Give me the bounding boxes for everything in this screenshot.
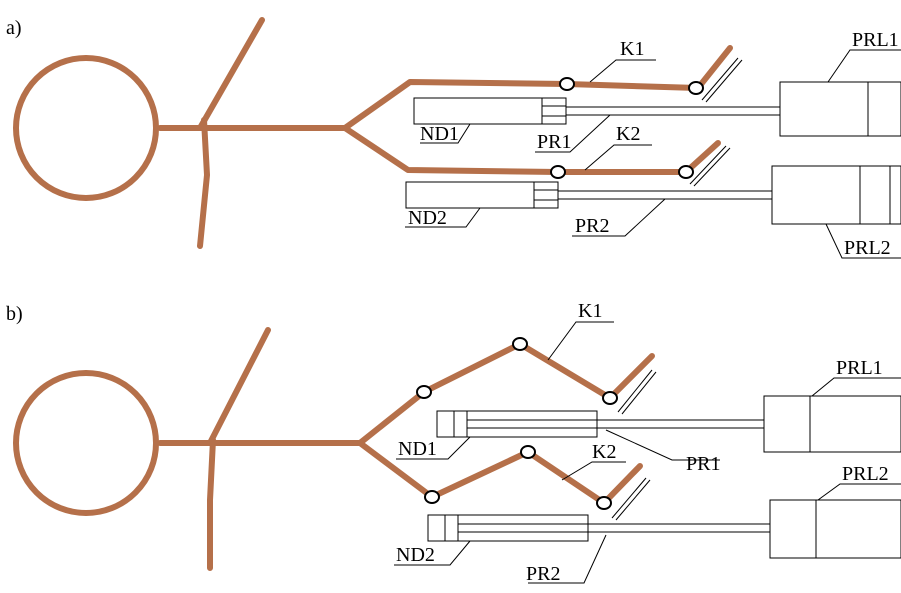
panel-a-cylinder-prl1 bbox=[779, 81, 869, 137]
panel-a-lower-branch bbox=[197, 117, 210, 249]
panel-a-label-prl1: PRL1 bbox=[852, 29, 899, 51]
panel-b-joint-2 bbox=[424, 490, 440, 504]
panel-b-joint-k2 bbox=[520, 445, 536, 459]
panel-b-label-pr2: PR2 bbox=[526, 563, 560, 585]
panel-a-arm-2 bbox=[342, 125, 721, 175]
panel-a-leader-k1 bbox=[589, 59, 656, 83]
panel-b-label-prl2: PRL2 bbox=[842, 463, 889, 485]
panel-a-piston-nd1 bbox=[541, 97, 567, 125]
panel-b-tag: b) bbox=[6, 303, 23, 325]
panel-a-leader-k2 bbox=[584, 144, 652, 171]
panel-b-joint-k1 bbox=[512, 337, 528, 351]
panel-b-cylinder-prl2 bbox=[769, 499, 817, 559]
panel-a-leader-prl1 bbox=[827, 49, 901, 83]
panel-b-joint-tip-1 bbox=[602, 391, 618, 405]
panel-b-label-k1: K1 bbox=[578, 300, 602, 322]
panel-a-label-k2: K2 bbox=[616, 123, 640, 145]
panel-b-cylinder-prl1 bbox=[763, 395, 811, 453]
panel-a-cylinder-nd2 bbox=[405, 181, 535, 209]
panel-b-cylinder-nd2 bbox=[427, 514, 459, 542]
panel-b-leader-k2 bbox=[561, 461, 626, 481]
panel-b-tip-hatch-2 bbox=[611, 477, 647, 519]
panel-b-barrel-nd2 bbox=[457, 514, 589, 542]
panel-a: a) bbox=[6, 17, 901, 259]
panel-b-leader-pr1 bbox=[605, 429, 720, 461]
panel-b: b) bbox=[6, 300, 901, 585]
panel-a-joint-k1 bbox=[559, 77, 575, 91]
panel-b-leader-k1 bbox=[547, 321, 614, 361]
panel-a-leader-prl2 bbox=[825, 223, 901, 259]
panel-a-label-k1: K1 bbox=[620, 38, 644, 60]
panel-a-label-prl2: PRL2 bbox=[844, 237, 891, 259]
panel-b-label-pr1: PR1 bbox=[686, 453, 720, 475]
panel-b-joint-1 bbox=[416, 385, 432, 399]
panel-a-leader-pr2 bbox=[572, 198, 666, 237]
panel-a-cylinder-nd1 bbox=[413, 97, 543, 125]
panel-b-leader-nd2 bbox=[394, 540, 471, 566]
panel-b-barrel-nd1 bbox=[466, 410, 598, 438]
panel-b-label-nd1: ND1 bbox=[398, 438, 437, 460]
panel-b-cylinder-nd1 bbox=[436, 410, 468, 438]
panel-b-joint-tip-2 bbox=[596, 496, 612, 510]
panel-b-leader-prl1 bbox=[811, 377, 901, 397]
panel-b-upper-branch bbox=[207, 327, 271, 446]
panel-a-joint-tip-1 bbox=[688, 81, 704, 95]
panel-a-label-nd1: ND1 bbox=[420, 123, 459, 145]
panel-a-base-circle bbox=[13, 55, 159, 201]
panel-a-leader-nd2 bbox=[405, 207, 481, 228]
panel-a-leader-nd1 bbox=[420, 123, 471, 144]
panel-b-label-k2: K2 bbox=[592, 441, 616, 463]
panel-a-joint-k2 bbox=[550, 165, 566, 179]
panel-a-upper-branch bbox=[197, 17, 265, 131]
panel-a-joint-tip-2 bbox=[678, 165, 694, 179]
panel-a-leader-pr1 bbox=[535, 114, 611, 153]
panel-a-label-pr2: PR2 bbox=[575, 215, 609, 237]
panel-b-label-prl1: PRL1 bbox=[836, 357, 883, 379]
panel-a-cylinder-prl2 bbox=[771, 165, 861, 225]
panel-a-label-nd2: ND2 bbox=[408, 207, 447, 229]
panel-a-piston-nd2 bbox=[533, 181, 559, 209]
panel-b-base-circle bbox=[13, 370, 159, 516]
panel-a-label-pr1: PR1 bbox=[537, 131, 571, 153]
panel-b-label-nd2: ND2 bbox=[396, 544, 435, 566]
panel-a-tip-hatch-1 bbox=[701, 57, 739, 101]
panel-b-leader-nd1 bbox=[396, 436, 471, 460]
panel-b-leader-pr2 bbox=[528, 534, 607, 584]
panel-b-tip-hatch-1 bbox=[617, 369, 653, 413]
panel-a-tag: a) bbox=[6, 17, 22, 39]
panel-b-lower-branch bbox=[207, 437, 216, 571]
panel-a-tip-hatch-2 bbox=[689, 145, 727, 185]
panel-b-leader-prl2 bbox=[817, 483, 901, 501]
